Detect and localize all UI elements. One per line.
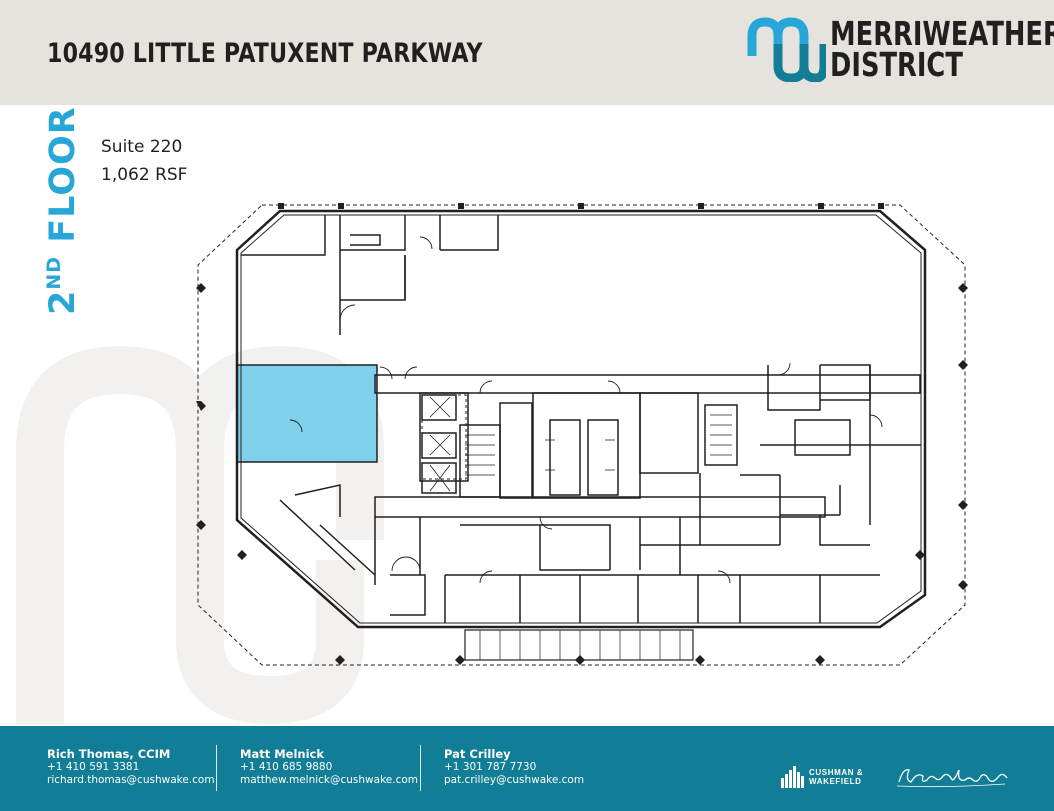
- merriweather-logo-icon: [747, 17, 826, 82]
- suite-name: Suite 220: [101, 137, 183, 157]
- contact-card-3: Pat Crilley +1 301 787 7730 pat.crilley@…: [444, 748, 584, 787]
- floor-plan: [196, 203, 968, 666]
- contact-name: Rich Thomas, CCIM: [47, 747, 171, 761]
- brand1-line1: CUSHMAN &: [809, 768, 864, 777]
- header-bar: 10490 LITTLE PATUXENT PARKWAY MERRIWEATH…: [0, 0, 1054, 105]
- contact-name: Pat Crilley: [444, 747, 511, 761]
- floor-label: 2ND FLOOR: [43, 106, 83, 315]
- logo-line-2: DISTRICT: [830, 45, 963, 84]
- contact-name: Matt Melnick: [240, 747, 324, 761]
- contact-card-2: Matt Melnick +1 410 685 9880 matthew.mel…: [240, 748, 418, 787]
- property-address: 10490 LITTLE PATUXENT PARKWAY: [47, 38, 483, 69]
- contact-phone[interactable]: +1 301 787 7730: [444, 761, 537, 773]
- brand1-line2: WAKEFIELD: [809, 777, 862, 786]
- merriweather-wordmark: MERRIWEATHER DISTRICT: [830, 14, 1054, 84]
- howard-hughes-signature-logo: [896, 769, 1008, 788]
- contact-email[interactable]: richard.thomas@cushwake.com: [47, 774, 215, 786]
- suite-220-highlight[interactable]: [236, 364, 378, 463]
- suite-info: Suite 220 1,062 RSF: [101, 133, 187, 189]
- contact-divider: [216, 745, 217, 791]
- contact-phone[interactable]: +1 410 685 9880: [240, 761, 333, 773]
- contact-email[interactable]: matthew.melnick@cushwake.com: [240, 774, 419, 786]
- floor-suffix: ND: [43, 255, 65, 290]
- contact-email[interactable]: pat.crilley@cushwake.com: [444, 774, 585, 786]
- contact-card-1: Rich Thomas, CCIM +1 410 591 3381 richar…: [47, 748, 215, 787]
- suite-area: 1,062 RSF: [101, 165, 188, 185]
- cushman-wakefield-wordmark: CUSHMAN & WAKEFIELD: [809, 768, 863, 786]
- contact-phone[interactable]: +1 410 591 3381: [47, 761, 140, 773]
- floor-number: 2: [43, 289, 83, 315]
- floor-word: FLOOR: [43, 106, 83, 243]
- contact-footer: Rich Thomas, CCIM +1 410 591 3381 richar…: [0, 726, 1054, 811]
- contact-divider: [420, 745, 421, 791]
- logo-line-1: MERRIWEATHER: [830, 14, 1054, 53]
- cushman-wakefield-logo-icon: [781, 766, 804, 788]
